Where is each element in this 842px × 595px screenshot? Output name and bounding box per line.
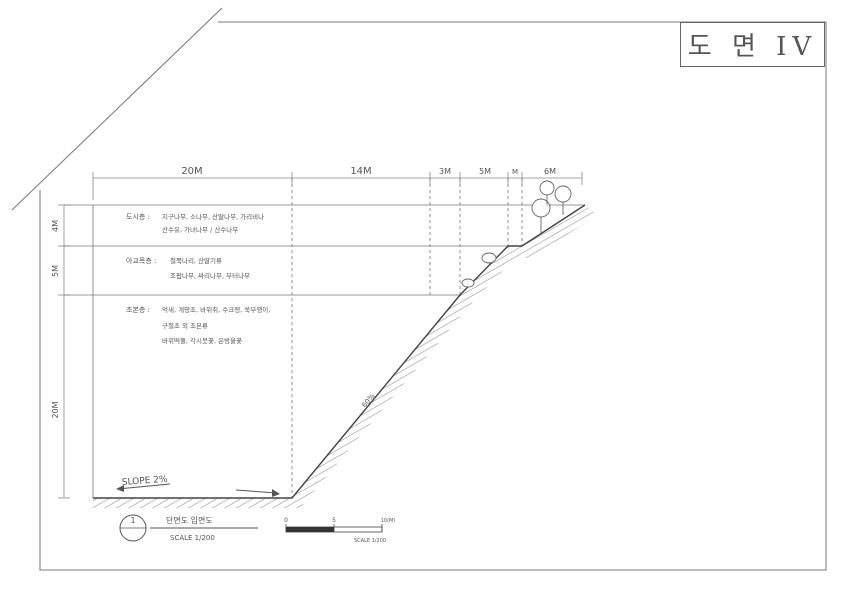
dimension-label: 3M [439,167,451,176]
bar-tick-label: 5 [332,517,336,524]
bar-tick-label: 0 [284,517,288,524]
scale-bar: 0 5 10(M) SCALE 1/200 [284,517,395,544]
tree-icon [554,185,572,215]
top-dimension-line [92,172,583,200]
dimension-label: 20M [51,401,60,418]
dimension-label: M [512,168,518,176]
section-mark: 1 [130,516,135,525]
dimension-label: 14M [350,166,371,177]
bar-tick-label: 10(M) [381,518,396,524]
top-dimension-labels: 20M 14M 3M 5M M 6M [181,166,556,177]
zone-species: 조팝나무, 싸리나무, 부터나무 [170,271,250,280]
zone-title: 도시층 : [126,212,150,221]
zone-species: 바위떡풀, 각시붓꽃, 은방울꽃 [162,336,242,345]
shrub-icon [461,278,475,288]
dimension-label: 5M [51,265,60,277]
section-caption: 단면도 입면도 [166,515,213,525]
shrub-icon [481,252,497,264]
dimension-label: 20M [181,166,202,177]
tree-icon [539,180,555,205]
bar-scale-label: SCALE 1/200 [354,538,386,544]
zone-species: 산수유, 가녀나무 / 산수나무 [162,225,238,234]
dimension-label: 4M [51,220,60,232]
slope-label: SLOPE 2% [122,475,169,488]
tree-icon [531,198,551,233]
sheet-border [11,7,827,571]
zone-notes: 도시층 : 지구나무, 소나무, 산딸나무, 가리비나 산수유, 가녀나무 / … [126,212,270,345]
left-dimension-line [58,204,70,499]
dimension-label: 5M [479,167,491,176]
sheet-title-box: 도 면 IV [680,22,825,67]
tree-icons [461,180,572,288]
layer-boundaries [64,178,585,498]
section-scale: SCALE 1/200 [170,534,215,542]
zone-species: 지구나무, 소나무, 산딸나무, 가리비나 [162,212,264,221]
zone-species: 구절초 외 초본류 [162,322,208,330]
section-title-block: 1 단면도 입면도 SCALE 1/200 [119,514,258,542]
zone-species: 철쭉나리, 산딸기류 [170,256,222,265]
sheet-title: 도 면 IV [687,32,818,62]
ground-profile [93,204,598,508]
zone-title: 초본층 : [126,305,150,314]
zone-title: 아교목층 : [126,256,156,265]
left-dimension-labels: 4M 5M 20M [51,220,60,419]
zone-species: 억새, 개망초, 바위취, 수크령, 쑥부쟁이, [162,305,270,314]
dimension-label: 6M [544,167,556,176]
